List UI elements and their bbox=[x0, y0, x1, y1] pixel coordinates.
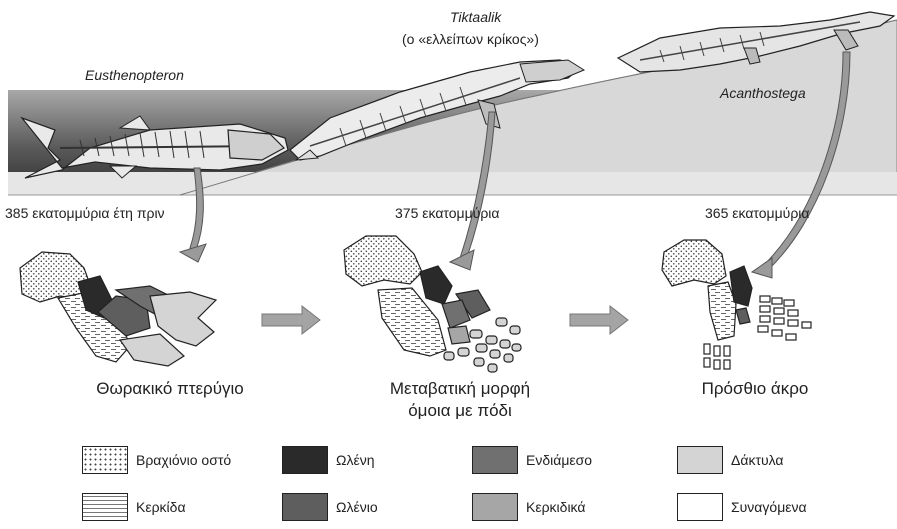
ground-strip bbox=[8, 172, 897, 195]
radius bbox=[708, 282, 736, 340]
age-label-first: 385 εκατομμύρια έτη πριν bbox=[5, 205, 165, 221]
pectoral-fin-bones bbox=[20, 252, 216, 366]
age-label-second: 375 εκατομμύρια bbox=[395, 205, 500, 221]
dotted-pattern-icon bbox=[82, 446, 128, 474]
legend-item-radials: Κερκιδικά bbox=[472, 493, 585, 521]
legend-item-intermedium: Ενδιάμεσο bbox=[472, 446, 592, 474]
legend-label: Κερκιδικά bbox=[526, 499, 585, 515]
legend-item-ulna: Ωλένη bbox=[282, 446, 375, 474]
legend-label: Συναγόμενα bbox=[731, 499, 807, 515]
legend-label: Δάκτυλα bbox=[731, 452, 784, 468]
ulna bbox=[730, 266, 752, 306]
humerus bbox=[344, 236, 422, 286]
legend-label: Ωλένη bbox=[336, 452, 375, 468]
legend-item-associated: Συναγόμενα bbox=[677, 493, 807, 521]
eusthenopteron-label: Eusthenopteron bbox=[85, 67, 184, 83]
acanthostega-label: Acanthostega bbox=[720, 85, 806, 101]
mid-gray-fill-icon bbox=[472, 493, 518, 521]
light-gray-fill-icon bbox=[677, 446, 723, 474]
stage-caption-transitional-line2: όμοια με πόδι bbox=[360, 400, 560, 421]
legend-label: Βραχιόνιο οστό bbox=[136, 452, 231, 468]
legend-item-ulnare: Ωλένιο bbox=[282, 493, 378, 521]
legend-item-humerus: Βραχιόνιο οστό bbox=[82, 446, 231, 474]
stage-caption-fin: Θωρακικό πτερύγιο bbox=[70, 378, 270, 399]
dark-gray-fill-icon bbox=[472, 446, 518, 474]
stage-arrow-1 bbox=[262, 306, 320, 334]
tiktaalik-label: Tiktaalik bbox=[450, 9, 501, 25]
gray-fill-icon bbox=[282, 493, 328, 521]
white-fill-icon bbox=[677, 493, 723, 521]
age-label-third: 365 εκατομμύρια bbox=[705, 205, 810, 221]
forelimb-bones bbox=[662, 240, 811, 369]
tiktaalik-note-label: (ο «ελλείπων κρίκος») bbox=[402, 31, 539, 47]
black-fill-icon bbox=[282, 446, 328, 474]
stage-arrow-2 bbox=[570, 306, 628, 334]
legend-label: Κερκίδα bbox=[136, 499, 186, 515]
legend-item-digits: Δάκτυλα bbox=[677, 446, 784, 474]
legend-label: Ενδιάμεσο bbox=[526, 452, 592, 468]
transitional-limb-bones bbox=[344, 236, 521, 372]
ulna bbox=[420, 266, 452, 304]
legend-item-radius: Κερκίδα bbox=[82, 493, 186, 521]
stage-caption-transitional-line1: Μεταβατική μορφή bbox=[360, 378, 560, 399]
dashed-pattern-icon bbox=[82, 493, 128, 521]
stage-caption-limb: Πρόσθιο άκρο bbox=[665, 378, 845, 399]
humerus bbox=[662, 240, 726, 286]
legend-label: Ωλένιο bbox=[336, 499, 378, 515]
